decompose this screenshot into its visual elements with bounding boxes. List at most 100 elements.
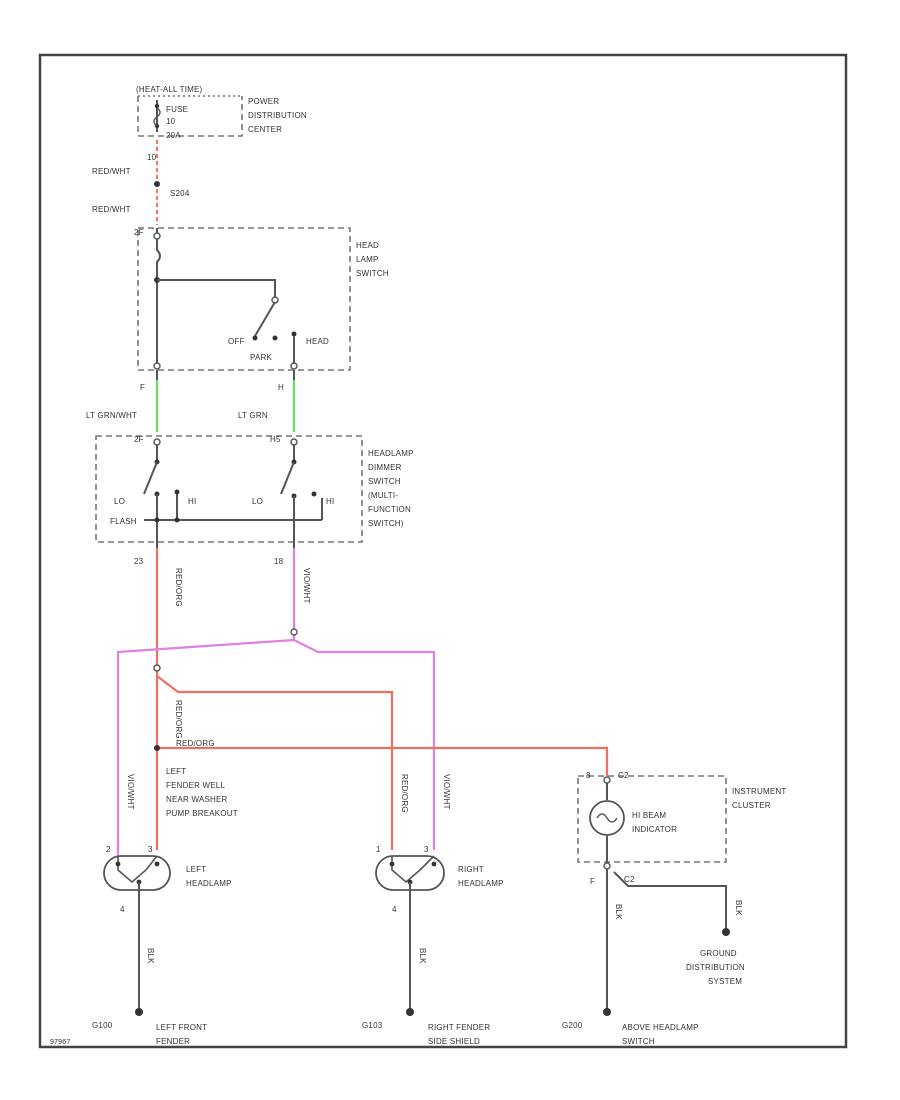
splice-s105-line1: LEFT [166, 767, 186, 776]
headlamp-switch-label-2: LAMP [356, 255, 379, 264]
pdc-label-line2: DISTRIBUTION [248, 111, 307, 120]
fuse-box: (HEAT-ALL TIME) FUSE 10 20A POWER DISTRI… [136, 85, 307, 140]
pin-dim-out-left: 23 [134, 557, 144, 566]
ground-dist-line3: SYSTEM [708, 977, 742, 986]
pin-cluster-in-b: C2 [618, 771, 629, 780]
headlamp-switch-label-3: SWITCH [356, 269, 389, 278]
right-headlamp-label-2: HEADLAMP [458, 879, 504, 888]
ground-g100-line2: FENDER [156, 1037, 190, 1046]
wire-label-red-org-v: RED/ORG [174, 568, 183, 607]
splice-s105-line3: NEAR WASHER [166, 795, 227, 804]
ground-g200: G200 [562, 1021, 583, 1030]
wire-label-blk-ground: BLK [734, 900, 743, 916]
wire-label-blk-right: BLK [418, 948, 427, 964]
splice-s204 [154, 181, 160, 187]
fuse-label-line3: 20A [166, 131, 181, 140]
ground-g100: G100 [92, 1021, 113, 1030]
ground-icon [135, 1008, 143, 1016]
wire-red-org-cluster [157, 746, 609, 776]
pin-lamp-right-b: 3 [424, 845, 429, 854]
ground-g100-line1: LEFT FRONT [156, 1023, 207, 1032]
headlamp-switch: 2F HEAD LAMP SWITCH OFF PARK HEAD [134, 227, 389, 371]
ground-dist-line1: GROUND [700, 949, 737, 958]
cluster-label-2: CLUSTER [732, 801, 771, 810]
dimmer-label-3: SWITCH [368, 477, 401, 486]
pin-dim-in-left: 2F [134, 435, 144, 444]
switch-head-label: HEAD [306, 337, 329, 346]
switch-contact-icon [254, 301, 276, 337]
dimmer-label-2: DIMMER [368, 463, 402, 472]
pin-cluster-out-a: F [590, 877, 595, 886]
dimmer-lo-left: LO [114, 497, 125, 506]
wire-label-violet-left: VIO/WHT [126, 774, 135, 810]
ground-dist-line2: DISTRIBUTION [686, 963, 745, 972]
diagram-frame [38, 53, 848, 1049]
dimmer-left-contact [143, 461, 158, 495]
splice-node-icon [154, 745, 160, 751]
pin-cluster-out-b: C2 [624, 875, 635, 884]
wire-label-red-wht-1: RED/WHT [92, 167, 131, 176]
dimmer-label-1: HEADLAMP [368, 449, 414, 458]
pin-cluster-in-a: 8 [586, 771, 591, 780]
pin-sw-out-left: F [140, 383, 145, 392]
pin-sw-in: 2F [134, 228, 144, 237]
dimmer-label-5: FUNCTION [368, 505, 411, 514]
splice-s105-line2: FENDER WELL [166, 781, 225, 790]
dimmer-label-6: SWITCH) [368, 519, 404, 528]
wire-violet-vertical [116, 548, 296, 850]
wire-red-org-right-branch [156, 675, 394, 850]
left-headlamp-label-2: HEADLAMP [186, 879, 232, 888]
cluster-label-1: INSTRUMENT [732, 787, 786, 796]
pin-sw-out-right: H [278, 383, 284, 392]
headlamp-switch-label-1: HEAD [356, 241, 379, 250]
wire-label-red-org-right: RED/ORG [400, 774, 409, 813]
wire-label-lt-grn-wht: LT GRN/WHT [86, 411, 137, 420]
wire-label-red-org-v2: RED/ORG [174, 700, 183, 739]
instrument-cluster: 8 C2 HI BEAM INDICATOR INSTRUMENT CLUSTE… [562, 771, 786, 1046]
pin-dim-out-right: 18 [274, 557, 284, 566]
fuse-label-line2: 10 [166, 117, 176, 126]
ground-g200-line1: ABOVE HEADLAMP [622, 1023, 699, 1032]
dimmer-label-4: (MULTI- [368, 491, 398, 500]
pin-dim-in-right: H5 [270, 435, 281, 444]
switch-off-label: OFF [228, 337, 245, 346]
pin-lamp-left-b: 3 [148, 845, 153, 854]
dimmer-hi-left: HI [188, 497, 196, 506]
wire-label-red-wht-2: RED/WHT [92, 205, 131, 214]
hi-beam-label-2: INDICATOR [632, 825, 677, 834]
wire-violet-right-branch [293, 639, 436, 850]
dimmer-right-contact [280, 461, 295, 495]
dimmer-hi-right: HI [326, 497, 334, 506]
fuse-header: (HEAT-ALL TIME) [136, 85, 203, 94]
pdc-label-line1: POWER [248, 97, 279, 106]
splice-s204-label: S204 [170, 189, 190, 198]
hi-beam-label-1: HI BEAM [632, 811, 666, 820]
lamp-icon [103, 855, 171, 891]
dimmer-flash: FLASH [110, 517, 137, 526]
ground-icon-dist [722, 928, 730, 936]
switch-park-label: PARK [250, 353, 272, 362]
wire-label-lt-grn: LT GRN [238, 411, 268, 420]
splice-s105-line4: PUMP BREAKOUT [166, 809, 238, 818]
pin-lamp-right-a: 1 [376, 845, 381, 854]
dimmer-switch: 2F H5 HEADLAMP DIMMER SWITCH (MULTI- FUN… [95, 435, 414, 548]
wire-label-violet-right: VIO/WHT [442, 774, 451, 810]
fuse-label-line1: FUSE [166, 105, 188, 114]
right-headlamp: 1 3 4 RIGHT HEADLAMP BLK G103 RIGHT FEND… [362, 845, 504, 1046]
footer-code: 97967 [50, 1039, 70, 1046]
dimmer-lo-right: LO [252, 497, 263, 506]
ground-icon-g200 [603, 1008, 611, 1016]
right-headlamp-label-1: RIGHT [458, 865, 484, 874]
ground-icon-g103 [406, 1008, 414, 1016]
wire-label-violet-v: VIO/WHT [302, 568, 311, 604]
ground-g103-line2: SIDE SHIELD [428, 1037, 480, 1046]
pin-lamp-left-gnd: 4 [120, 905, 125, 914]
left-headlamp: 2 3 4 LEFT HEADLAMP BLK G100 LEFT FRONT … [92, 840, 232, 1046]
pin-lamp-right-gnd: 4 [392, 905, 397, 914]
pin-lamp-left-a: 2 [106, 845, 111, 854]
left-headlamp-label-1: LEFT [186, 865, 206, 874]
wire-label-blk-left: BLK [146, 948, 155, 964]
pdc-label-line3: CENTER [248, 125, 282, 134]
wire-label-red-org-h: RED/ORG [176, 739, 215, 748]
ground-g103: G103 [362, 1021, 383, 1030]
